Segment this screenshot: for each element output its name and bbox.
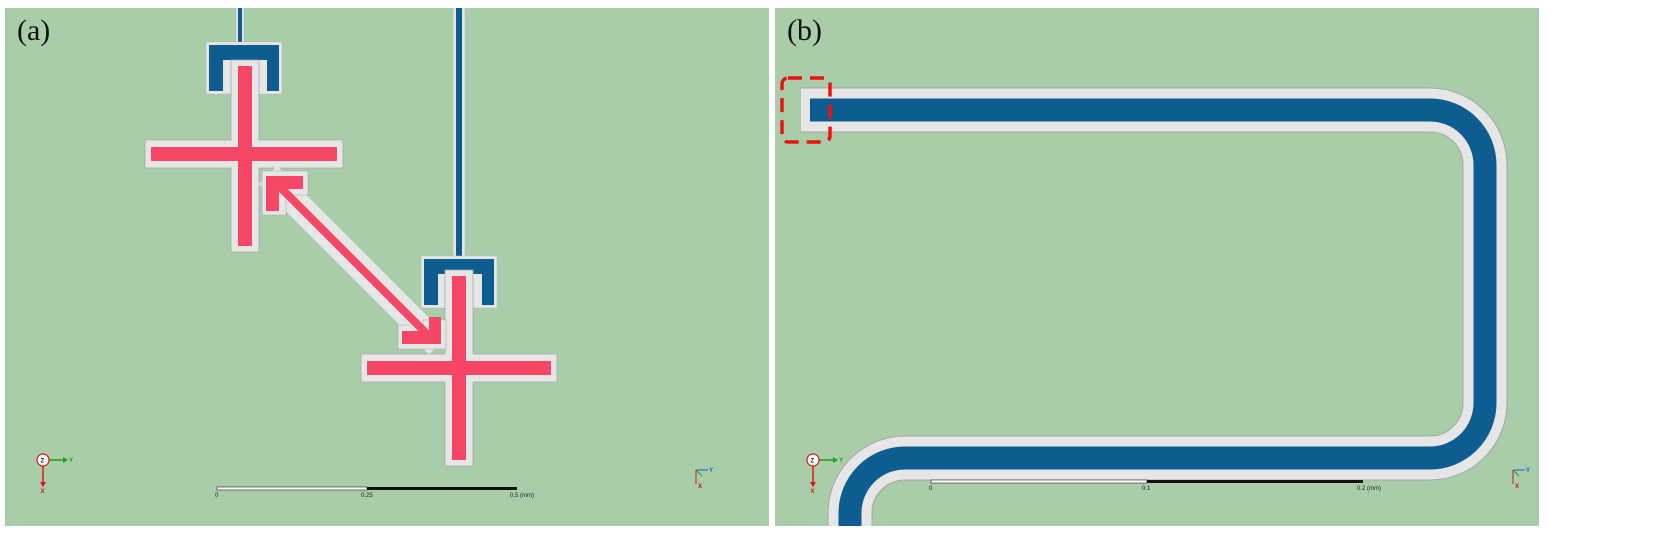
scale-tick-1: 0.25: [361, 493, 373, 499]
scale-bar: 0 0.25 0.5 (mm): [215, 486, 534, 499]
axis-z-label: Z: [811, 459, 815, 465]
corner-axis-y-label: Y: [709, 468, 713, 474]
scale-bar: 0 0.1 0.2 (mm): [929, 479, 1381, 492]
axis-x-label: X: [811, 489, 815, 495]
corner-axis-x-label: X: [1515, 484, 1519, 490]
coupler-2: [420, 8, 498, 309]
corner-axis-triad: Y X: [1512, 468, 1530, 490]
axis-triad: Z Y X: [806, 453, 843, 495]
scale-tick-2: 0.5 (mm): [510, 493, 534, 499]
axis-triad: Z Y X: [36, 453, 73, 495]
panel-b: 0 0.1 0.2 (mm) Z Y X Y X (b): [775, 8, 1539, 526]
corner-axis-y-label: Y: [1526, 468, 1530, 474]
scale-tick-0: 0: [215, 493, 219, 499]
diagonal-coupler: [258, 165, 448, 355]
panel-a: 0 0.25 0.5 (mm) Z Y X Y X (a): [5, 8, 769, 526]
axis-x-label: X: [41, 489, 45, 495]
axis-z-label: Z: [41, 459, 45, 465]
scale-tick-0: 0: [929, 486, 933, 492]
meander-resonator: [801, 87, 1508, 526]
qubit-layout-diagram: 0 0.25 0.5 (mm) Z Y X Y X: [36, 8, 713, 499]
corner-axis-triad: Y X: [695, 468, 713, 490]
panel-label: (a): [17, 14, 51, 47]
axis-y-label: Y: [839, 458, 843, 464]
corner-axis-x-label: X: [698, 484, 702, 490]
highlight-box: [780, 76, 832, 144]
panel-label: (b): [787, 14, 822, 47]
qubit-1: [144, 59, 344, 253]
resonator-layout-diagram: 0 0.1 0.2 (mm) Z Y X Y X: [780, 76, 1530, 526]
scale-tick-2: 0.2 (mm): [1357, 486, 1381, 492]
axis-y-label: Y: [69, 458, 73, 464]
qubit-2: [360, 269, 558, 467]
scale-tick-1: 0.1: [1142, 486, 1151, 492]
